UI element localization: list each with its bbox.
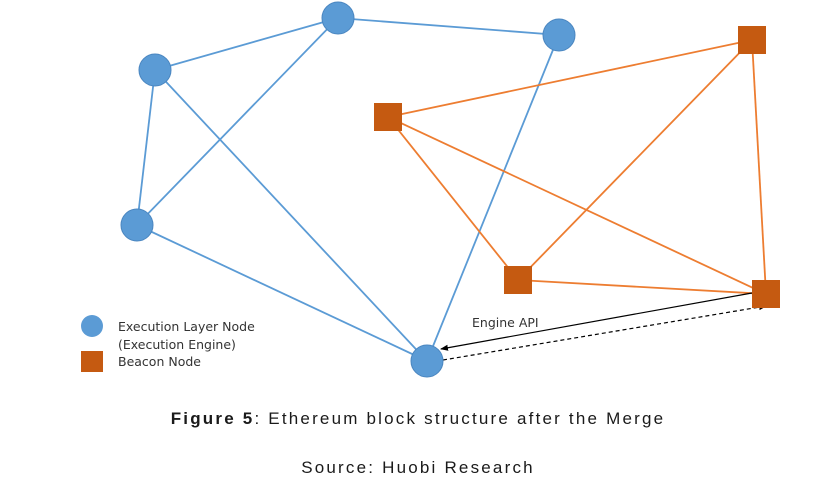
beacon-edge-B2-B3 bbox=[517, 39, 753, 281]
beacon-node-B1 bbox=[374, 103, 402, 131]
execution-node-E4 bbox=[120, 208, 154, 242]
beacon-node-B2 bbox=[738, 26, 766, 54]
beacon-edge-B3-B4 bbox=[517, 279, 767, 295]
execution-edge-E1-E4 bbox=[136, 69, 156, 226]
beacon-edge-B1-B2 bbox=[387, 39, 753, 118]
legend-execution-label-line2: (Execution Engine) bbox=[118, 337, 236, 352]
execution-node-E5 bbox=[410, 344, 444, 378]
execution-node-E2 bbox=[321, 1, 355, 35]
figure-caption-label: Figure 5 bbox=[170, 409, 255, 428]
beacon-nodes bbox=[374, 26, 780, 308]
engine-api-response-arrow bbox=[442, 304, 767, 361]
execution-node-E1 bbox=[138, 53, 172, 87]
figure-caption-text: : Ethereum block structure after the Mer… bbox=[254, 409, 666, 428]
beacon-edges bbox=[387, 39, 767, 295]
beacon-node-B4 bbox=[752, 280, 780, 308]
engine-api-links: Engine API bbox=[440, 292, 767, 361]
beacon-edge-B2-B4 bbox=[751, 39, 767, 295]
figure-source: Source: Huobi Research bbox=[301, 458, 535, 477]
beacon-edge-B1-B4 bbox=[387, 116, 767, 295]
execution-edges bbox=[136, 17, 560, 362]
beacon-edge-B1-B3 bbox=[387, 116, 519, 281]
legend-beacon-label: Beacon Node bbox=[118, 354, 201, 369]
execution-edge-E3-E5 bbox=[426, 34, 560, 362]
execution-edge-E1-E5 bbox=[154, 69, 428, 362]
legend: Execution Layer Node (Execution Engine) … bbox=[81, 315, 255, 372]
execution-nodes bbox=[120, 1, 576, 378]
network-diagram: Engine API Execution Layer Node (Executi… bbox=[81, 1, 780, 378]
execution-edge-E2-E4 bbox=[136, 17, 339, 226]
execution-node-E3 bbox=[542, 18, 576, 52]
execution-edge-E2-E3 bbox=[337, 17, 560, 36]
legend-execution-label-line1: Execution Layer Node bbox=[118, 319, 255, 334]
legend-execution-node-icon bbox=[81, 315, 103, 337]
beacon-node-B3 bbox=[504, 266, 532, 294]
engine-api-label: Engine API bbox=[472, 315, 539, 330]
legend-beacon-node-icon bbox=[81, 351, 103, 372]
figure-caption: Figure 5: Ethereum block structure after… bbox=[0, 409, 836, 429]
execution-edge-E1-E2 bbox=[154, 17, 339, 71]
engine-api-request-arrow bbox=[440, 292, 753, 351]
execution-edge-E4-E5 bbox=[136, 224, 428, 362]
